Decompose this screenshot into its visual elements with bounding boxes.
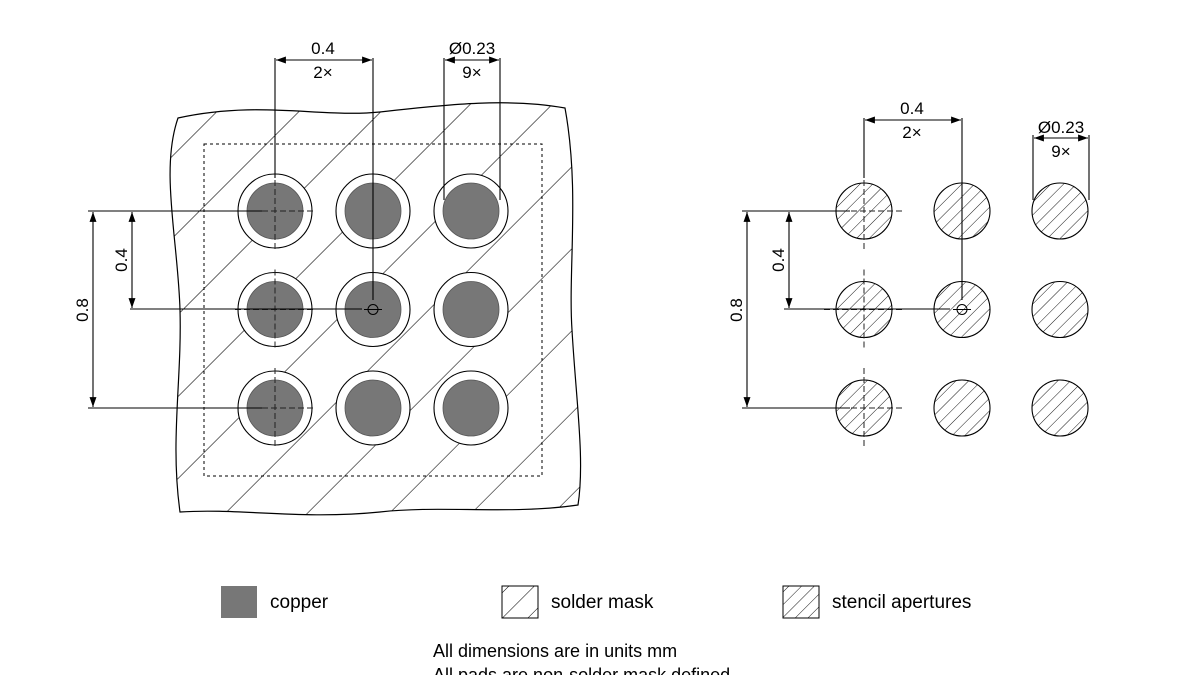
pad-grid <box>235 171 509 448</box>
legend-copper-label: copper <box>270 592 329 613</box>
vertical-pitch-value: 0.4 <box>769 248 788 272</box>
copper-pad <box>442 379 500 437</box>
vertical-pitch-value: 0.4 <box>112 248 131 272</box>
copper-pad <box>344 379 402 437</box>
diameter-value: Ø0.23 <box>449 39 495 58</box>
pitch-value: 0.4 <box>311 39 335 58</box>
total-height-value: 0.8 <box>73 298 92 322</box>
notes: All dimensions are in units mm All pads … <box>433 641 730 675</box>
legend-stencil-label: stencil apertures <box>832 592 971 613</box>
copper-pad <box>442 182 500 240</box>
legend-stencil-swatch <box>782 585 820 619</box>
total-height-value: 0.8 <box>727 298 746 322</box>
legend-copper-swatch <box>221 586 257 618</box>
aperture-grid <box>824 171 1089 448</box>
pitch-count: 2× <box>313 63 332 82</box>
diameter-count: 9× <box>462 63 481 82</box>
stencil-aperture <box>933 379 991 437</box>
pitch-value: 0.4 <box>900 99 924 118</box>
note-units: All dimensions are in units mm <box>433 641 677 661</box>
legend-solder-mask-swatch <box>501 585 539 619</box>
stencil-view: 0.4 2× Ø0.23 9× 0.8 0.4 <box>727 99 1090 448</box>
legend: copper solder mask stencil apertures <box>221 585 971 619</box>
stencil-aperture <box>1031 379 1089 437</box>
pcb-land-pattern-view: 0.4 2× Ø0.23 9× 0.8 0.4 <box>73 39 582 516</box>
stencil-aperture <box>1031 182 1089 240</box>
diameter-count: 9× <box>1051 142 1070 161</box>
note-pads: All pads are non-solder mask defined <box>433 665 730 675</box>
diameter-value: Ø0.23 <box>1038 118 1084 137</box>
pitch-count: 2× <box>902 123 921 142</box>
copper-pad <box>442 281 500 338</box>
stencil-aperture <box>1031 280 1089 339</box>
legend-solder-mask-label: solder mask <box>551 592 654 613</box>
